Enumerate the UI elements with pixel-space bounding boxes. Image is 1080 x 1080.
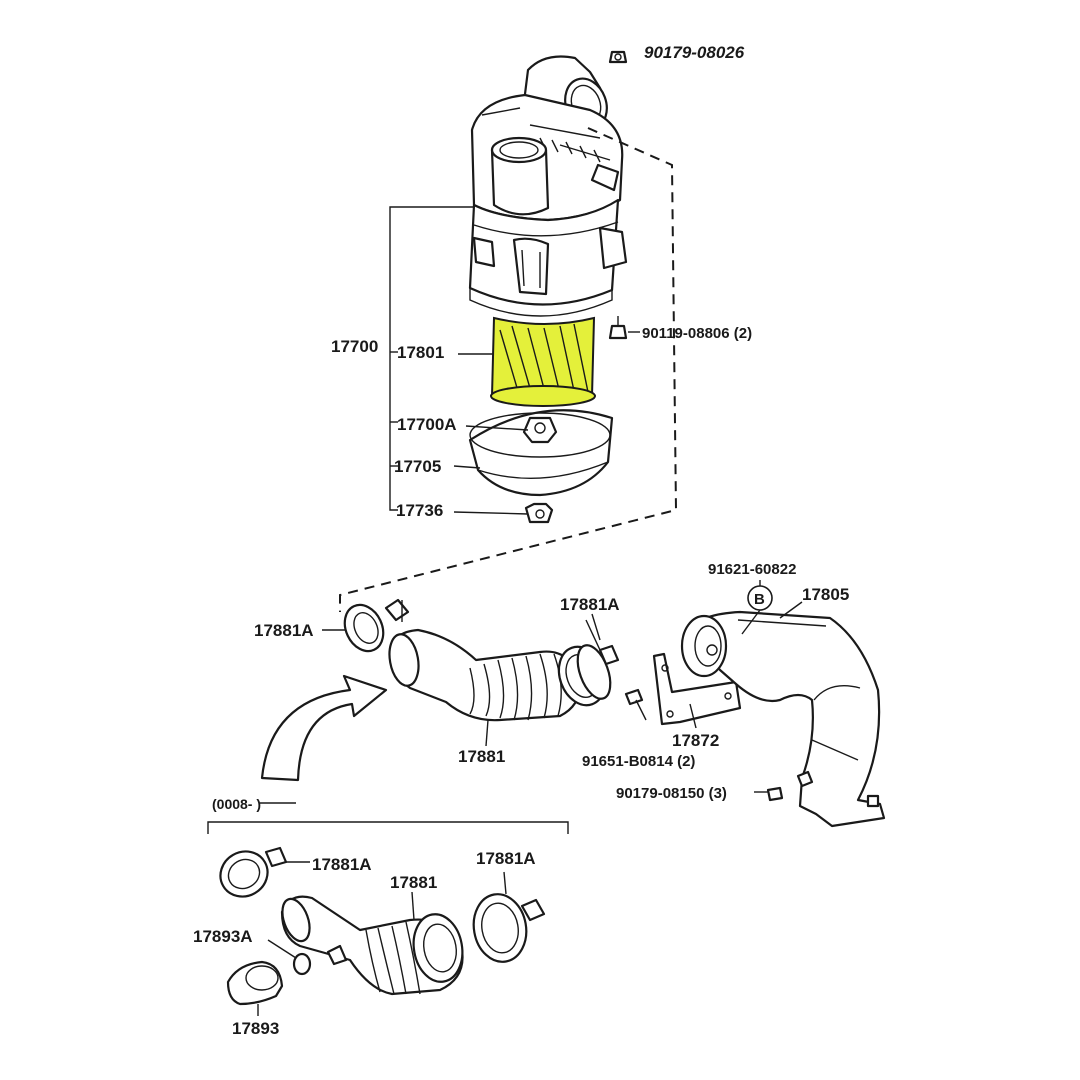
cap-17893 — [226, 960, 284, 1016]
label-17881: 17881 — [458, 747, 505, 766]
label-17700A: 17700A — [397, 415, 457, 434]
air-hose-17881 — [388, 628, 607, 722]
air-cleaner-bottom-cover-17705 — [468, 409, 614, 497]
bolt-90179-08026 — [608, 50, 628, 64]
label-90119-08806: 90119-08806 (2) — [642, 325, 752, 342]
label-17881A-lower2: 17881A — [476, 849, 536, 868]
air-cleaner-cap — [470, 55, 624, 222]
hose-clip-17893A — [267, 939, 312, 976]
leader-lines-upper — [322, 613, 768, 793]
label-17805: 17805 — [802, 585, 849, 604]
bolt-91651-B0814 — [624, 688, 647, 721]
filter-element-17801 — [490, 316, 596, 407]
label-17801: 17801 — [397, 343, 444, 362]
hose-clamp-17881A-lower-right — [472, 871, 546, 963]
label-90179-08026: 90179-08026 — [644, 43, 745, 62]
label-17881A-right: 17881A — [560, 595, 620, 614]
label-17736: 17736 — [396, 501, 443, 520]
assembly-bracket-17700 — [389, 206, 529, 515]
air-cleaner-case — [468, 198, 628, 317]
curved-arrow — [260, 674, 388, 782]
hose-clamp-17881A-right — [576, 619, 620, 700]
hose-clamp-17881A-left — [343, 598, 410, 653]
label-17881A-lower1: 17881A — [312, 855, 372, 874]
bolt-90179-08150 — [766, 786, 784, 802]
wing-nut-17736 — [524, 502, 554, 524]
dashed-guide-line — [339, 127, 678, 612]
callout-b-marker — [741, 580, 803, 635]
label-91621-60822: 91621-60822 — [708, 561, 796, 578]
label-date-range: (0008- ) — [212, 796, 261, 812]
label-17893: 17893 — [232, 1019, 279, 1038]
label-17872: 17872 — [672, 731, 719, 750]
label-17705: 17705 — [394, 457, 441, 476]
label-91651-B0814: 91651-B0814 (2) — [582, 753, 695, 770]
label-B: B — [754, 591, 765, 608]
bracket-17872 — [652, 652, 742, 729]
part-number-labels: 90179-08026 90119-08806 (2) 17700 17801 … — [193, 43, 849, 1038]
label-17893A: 17893A — [193, 927, 253, 946]
date-range-bracket — [207, 802, 569, 834]
label-90179-08150: 90179-08150 (3) — [616, 785, 727, 802]
label-17700: 17700 — [331, 337, 378, 356]
intake-duct-17805 — [680, 610, 886, 828]
hose-clamp-17881A-lower-left — [219, 846, 310, 898]
label-17881A-left: 17881A — [254, 621, 314, 640]
bolt-90119-08806 — [608, 316, 640, 340]
air-hose-17881-lower — [280, 891, 464, 996]
label-17881-lower: 17881 — [390, 873, 437, 892]
